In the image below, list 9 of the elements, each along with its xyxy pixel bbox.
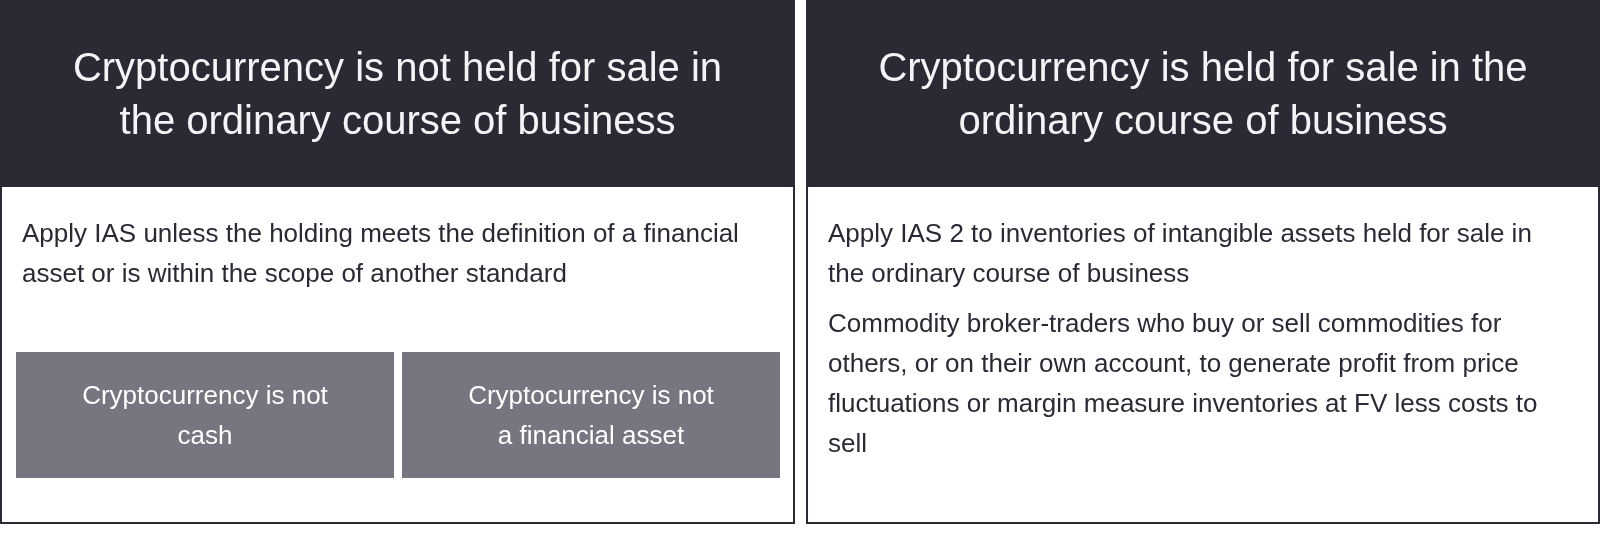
panel-text: Apply IAS 2 to inventories of intangible assets held for sale in the ordinary course of business (828, 217, 1533, 290)
panel-heading: Cryptocurrency is held for sale in the ordinary course of business (806, 0, 1600, 187)
panel-text: Commodity broker-traders who buy or sell commodities for others, or on their own account, to generate profit from price fluctuations or margin measure inventories at FV less costs to sell (828, 307, 1539, 460)
panel (806, 0, 1600, 524)
panel-text: Apply IAS unless the holding meets the definition of a financial asset or is within the scope of another standard (22, 217, 740, 290)
statement-card: Cryptocurrency is not cash (16, 352, 394, 478)
panel-heading: Cryptocurrency is not held for sale in the ordinary course of business (0, 0, 795, 187)
statement-card: Cryptocurrency is not a financial asset (402, 352, 780, 478)
panel (0, 0, 795, 524)
